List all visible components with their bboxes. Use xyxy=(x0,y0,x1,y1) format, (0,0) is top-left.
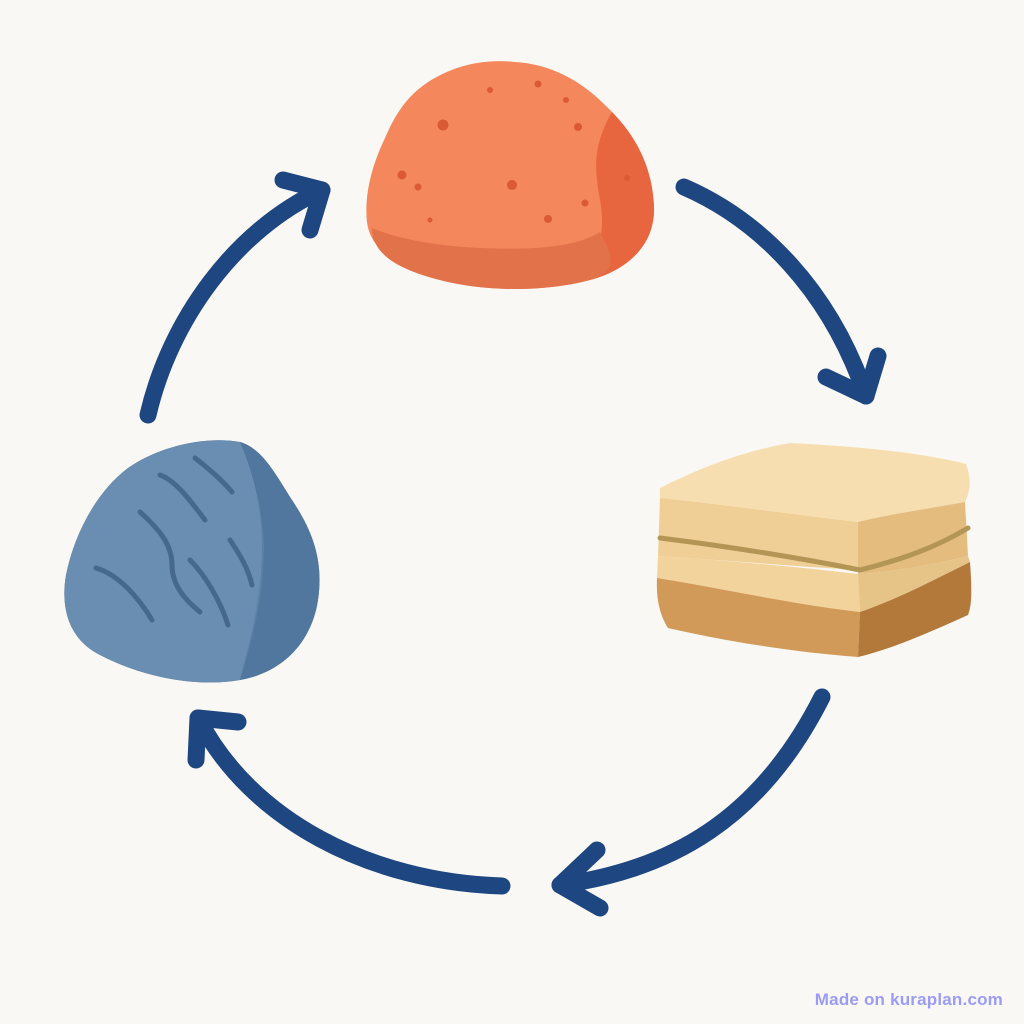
arrow-bottom-to-left xyxy=(187,709,511,895)
cycle-arrows xyxy=(139,171,887,917)
watermark-text: Made on kuraplan.com xyxy=(814,990,1003,1009)
arrow-top-to-right xyxy=(675,178,887,405)
arrow-right-to-bottom xyxy=(551,688,831,917)
metamorphic-rock-icon xyxy=(64,440,320,683)
arrow-left-to-top xyxy=(139,171,331,424)
igneous-rock-icon xyxy=(366,61,655,289)
sedimentary-rock-icon xyxy=(656,443,972,657)
